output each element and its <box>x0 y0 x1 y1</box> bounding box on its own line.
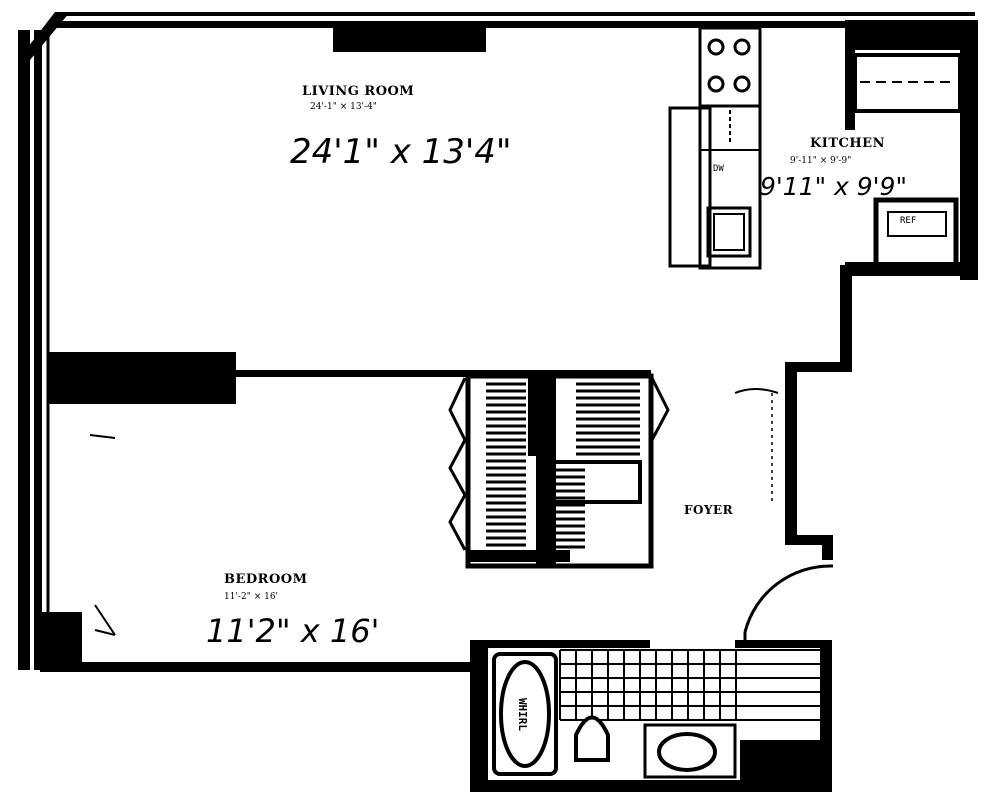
kitchen-printed-dimensions: 9'-11" × 9'-9" <box>790 156 852 166</box>
bathroom-fixtures <box>492 652 820 782</box>
dishwasher-label: DW <box>713 164 724 174</box>
window-top <box>333 22 486 52</box>
foyer-label: FOYER <box>684 503 734 517</box>
bedroom-printed-dimensions: 11'-2" × 16' <box>224 592 279 602</box>
bedroom-label: BEDROOM <box>224 572 308 587</box>
bedroom-handwritten-dimensions: 11'2" x 16' <box>206 612 380 650</box>
kitchen-fixtures <box>668 26 962 270</box>
markings <box>89 434 116 636</box>
entry-door <box>734 388 834 640</box>
living-room-printed-dimensions: 24'-1" × 13'-4" <box>310 102 377 112</box>
living-room-label: LIVING ROOM <box>302 84 415 99</box>
closet-hatching <box>486 382 640 549</box>
exterior-walls <box>18 12 975 670</box>
fridge-label: REF <box>900 216 917 226</box>
living-room-handwritten-dimensions: 24'1" x 13'4" <box>290 132 512 172</box>
closet-doors <box>448 377 670 551</box>
bathroom-tiles <box>559 649 820 721</box>
interior-walls <box>40 20 978 792</box>
whirlpool-tub-label: WHIRL <box>516 697 530 732</box>
kitchen-handwritten-dimensions: 9'11" x 9'9" <box>760 172 907 201</box>
kitchen-label: KITCHEN <box>810 136 885 151</box>
